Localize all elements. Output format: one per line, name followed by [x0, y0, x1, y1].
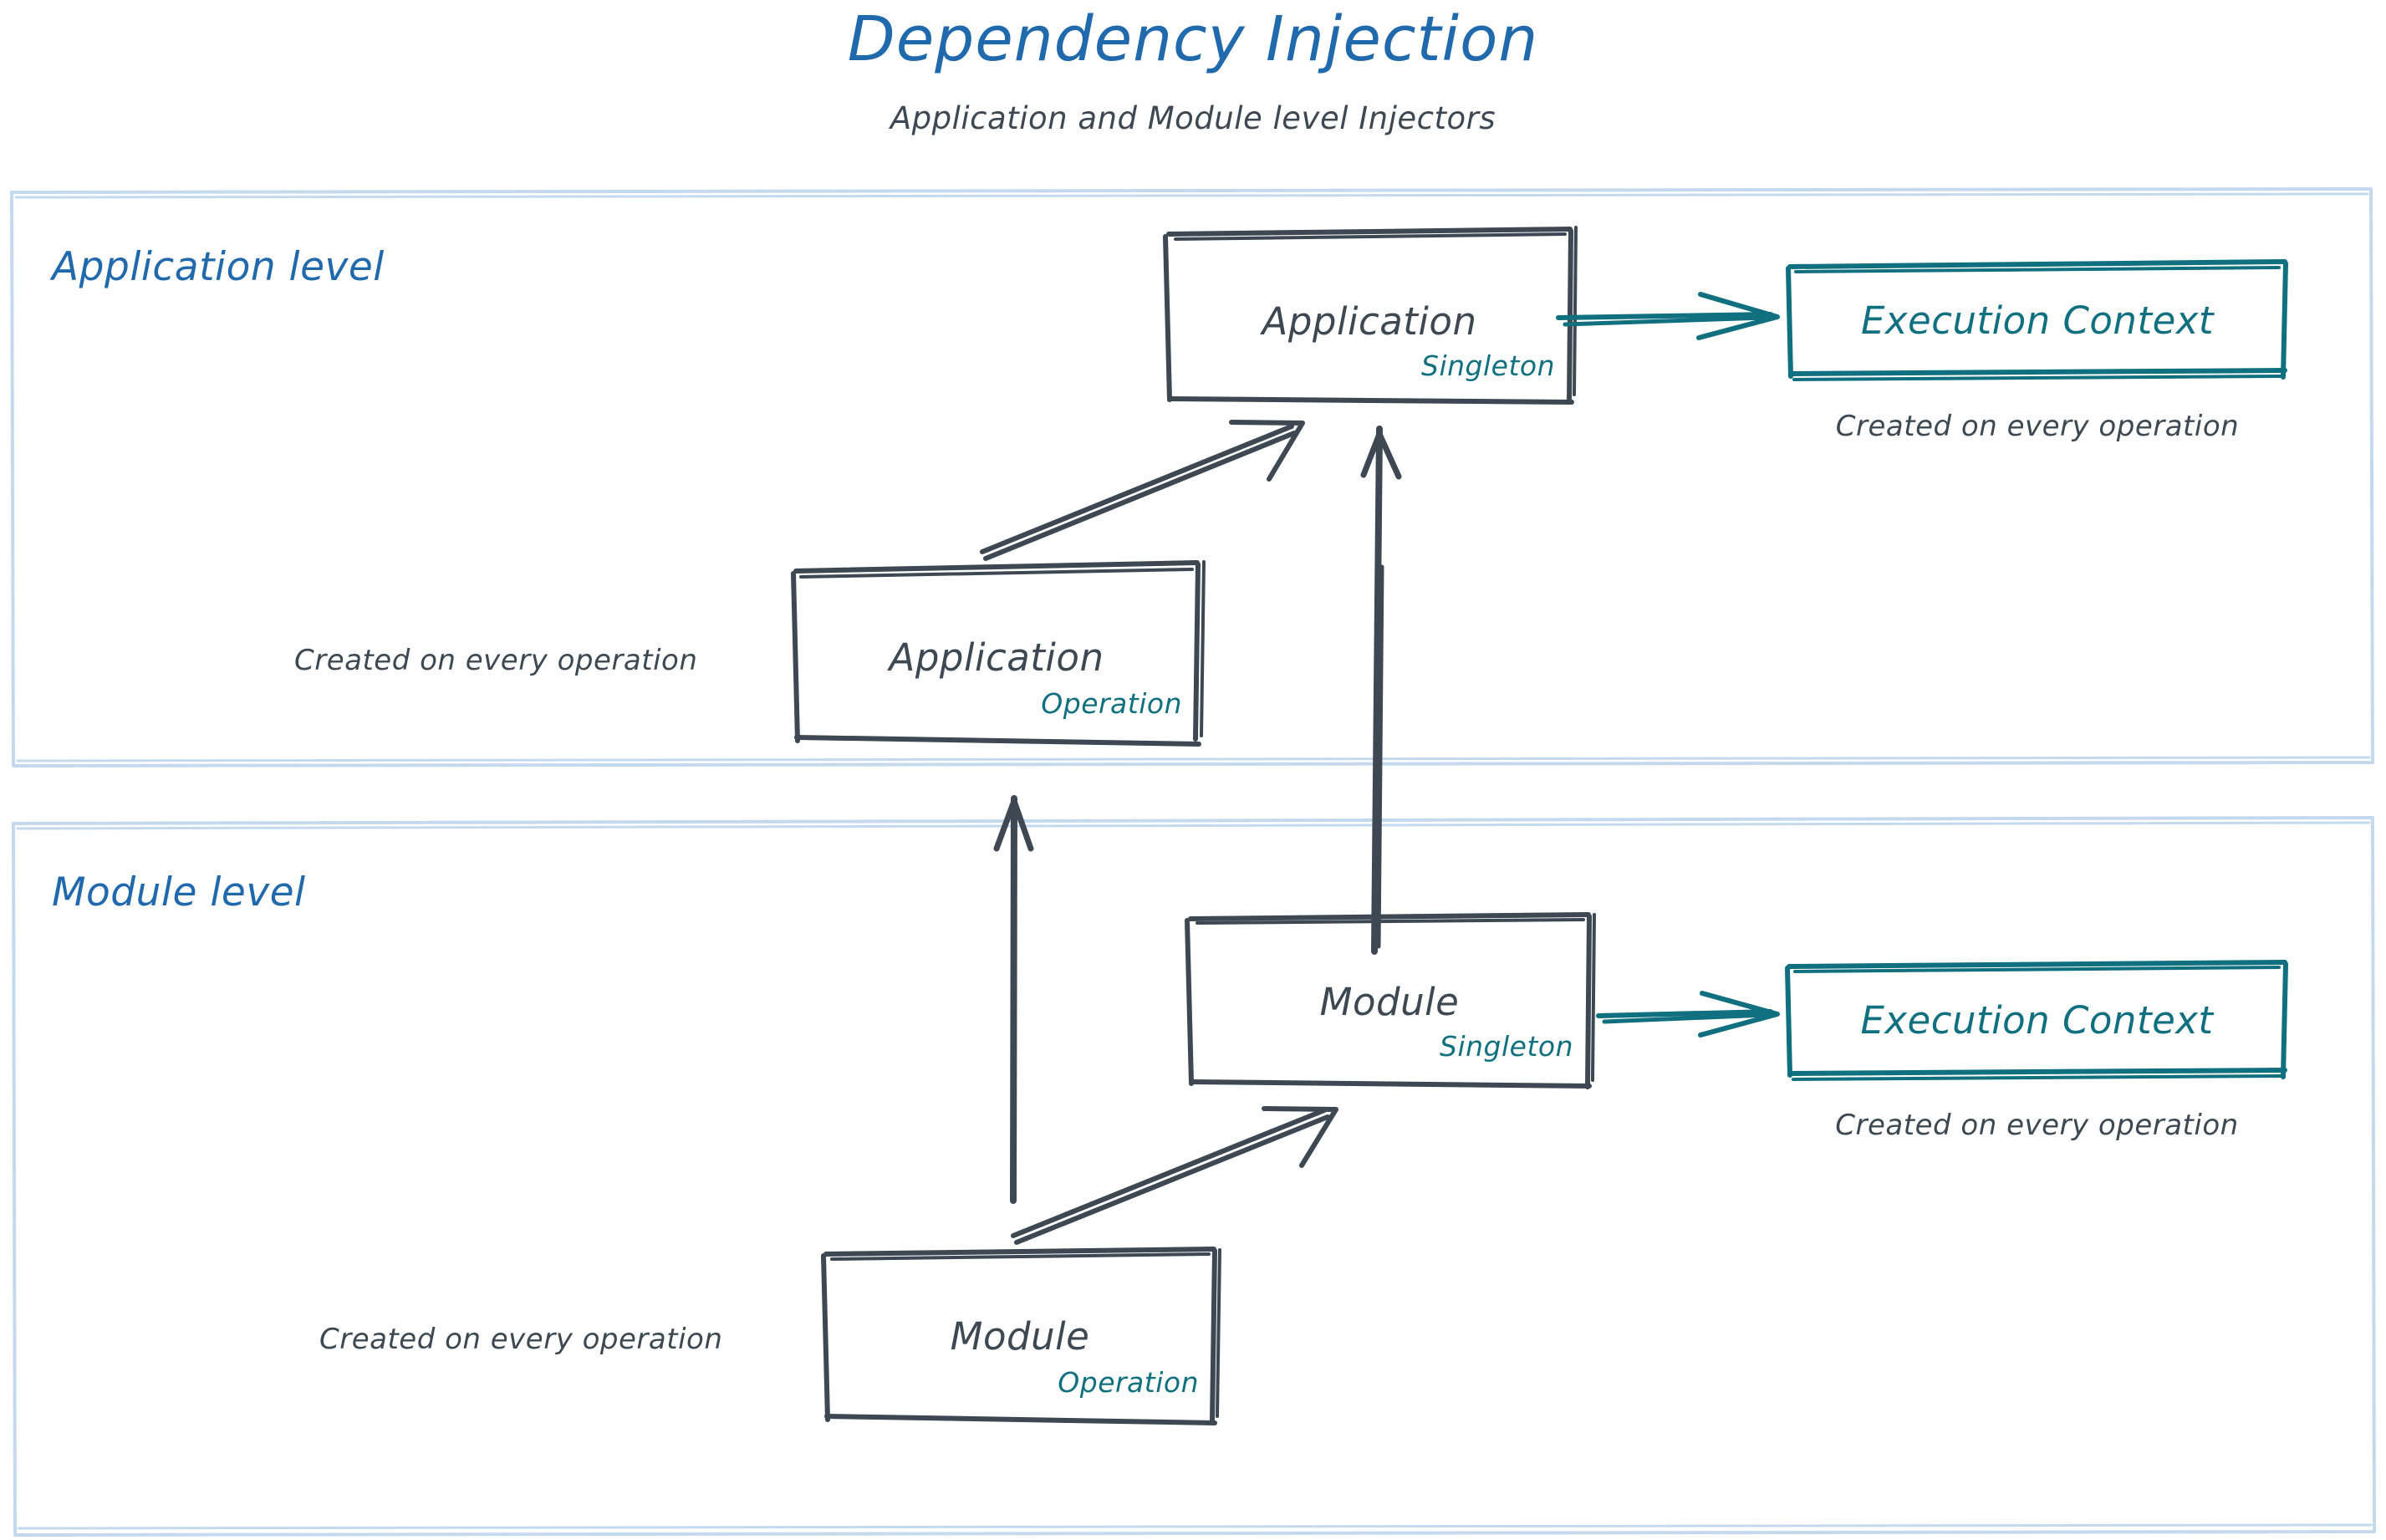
node-module-singleton-shape	[1185, 912, 1596, 1089]
node-application-operation-scope: Operation	[1041, 687, 1182, 720]
node-execution-context-module-shape	[1785, 960, 2288, 1081]
edge-module-singleton-to-ec	[1596, 991, 1780, 1038]
section-label-application-level: Application level	[52, 244, 385, 290]
note-module-operation: Created on every operation	[319, 1323, 723, 1356]
note-ec-application: Created on every operation	[1835, 410, 2240, 443]
node-module-singleton-title: Module	[1319, 980, 1460, 1024]
edge-module-operation-to-module-singleton	[1011, 1106, 1338, 1245]
node-application-singleton-title: Application	[1262, 299, 1477, 344]
section-container-application-level	[10, 187, 2374, 767]
page-title: Dependency Injection	[847, 3, 1539, 75]
node-execution-context-application-shape	[1786, 259, 2288, 381]
page-subtitle: Application and Module level Injectors	[890, 100, 1496, 136]
edge-module-operation-to-app-operation	[993, 795, 1034, 1204]
note-application-operation: Created on every operation	[294, 644, 698, 677]
edge-module-singleton-to-app-singleton	[1360, 426, 1402, 955]
node-module-singleton-scope: Singleton	[1440, 1030, 1573, 1063]
node-execution-context-application-title: Execution Context	[1860, 298, 2215, 343]
node-execution-context-module-title: Execution Context	[1860, 998, 2214, 1043]
note-ec-module: Created on every operation	[1835, 1109, 2239, 1142]
node-application-operation-shape	[791, 560, 1206, 747]
edge-app-singleton-to-ec	[1556, 292, 1780, 340]
node-module-operation-shape	[821, 1247, 1221, 1425]
section-container-module-level	[12, 816, 2376, 1537]
section-label-module-level: Module level	[52, 869, 306, 915]
node-module-operation-title: Module	[950, 1314, 1090, 1359]
node-application-operation-title: Application	[889, 635, 1104, 680]
edge-app-operation-to-app-singleton	[980, 420, 1305, 561]
node-application-singleton-scope: Singleton	[1421, 349, 1555, 382]
node-module-operation-scope: Operation	[1058, 1366, 1199, 1399]
